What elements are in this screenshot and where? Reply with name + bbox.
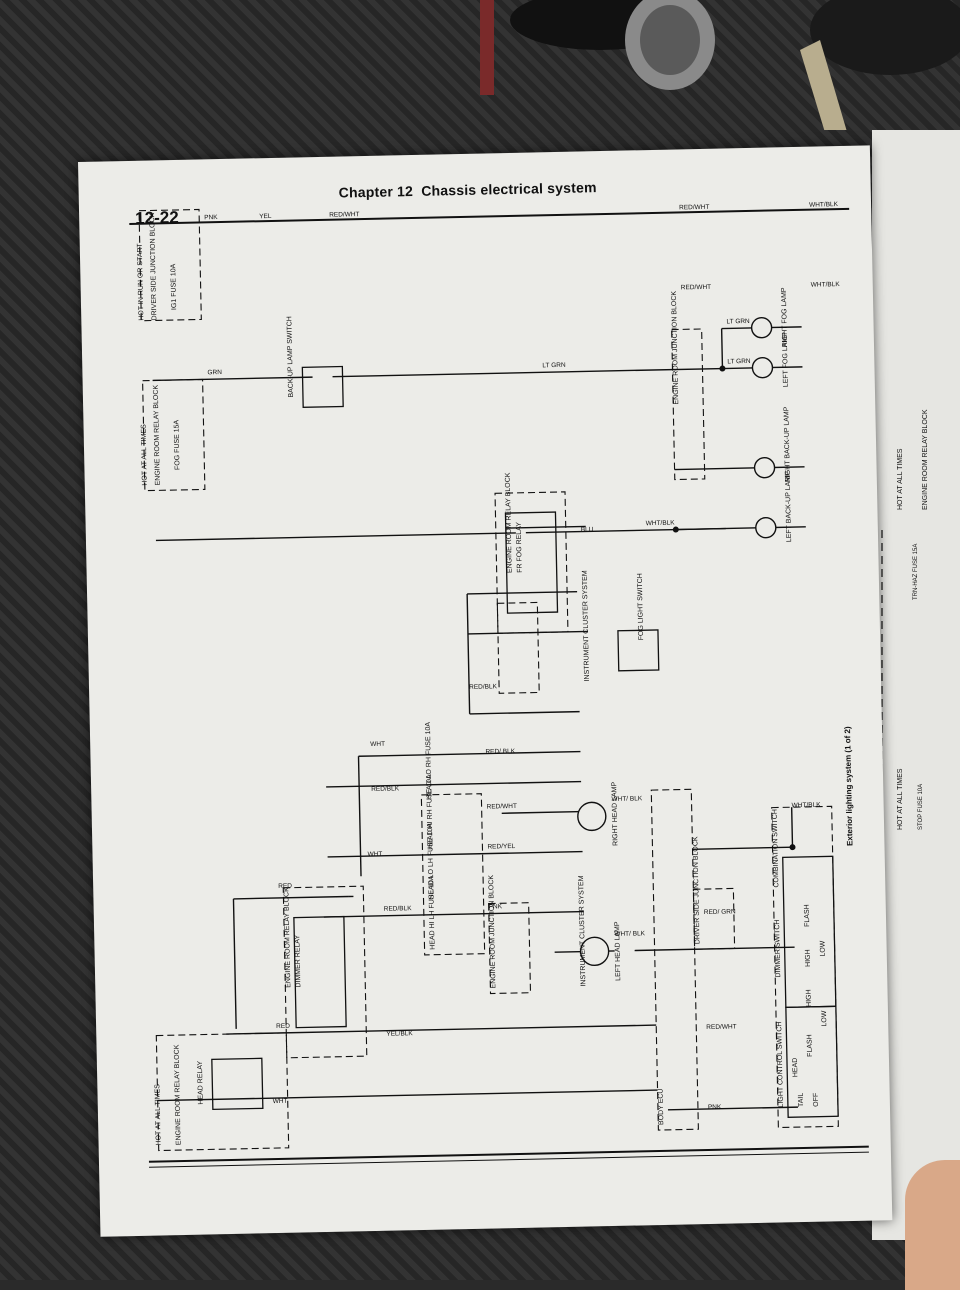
wire-wht-blk-4: WHT/BLK bbox=[809, 201, 839, 209]
diagram-caption: Exterior lighting system (1 of 2) bbox=[843, 726, 855, 846]
label-left-backup-lamp: LEFT BACK-UP LAMP bbox=[785, 471, 793, 542]
label-fr-fog-relay: FR FOG RELAY bbox=[516, 522, 524, 573]
keys-icon bbox=[470, 0, 960, 130]
wire-wht-2: WHT bbox=[367, 851, 382, 858]
label-sw-low-1: LOW bbox=[819, 940, 826, 956]
wire-grn: GRN bbox=[207, 369, 222, 376]
wire-lt-grn-1: LT GRN bbox=[542, 362, 566, 369]
wire-pnk-1: PNK bbox=[489, 903, 503, 910]
wire-red-blk-v: RED/BLK bbox=[371, 785, 400, 793]
svg-text:HOT AT ALL TIMES: HOT AT ALL TIMES bbox=[897, 768, 904, 830]
label-sw-off: OFF bbox=[813, 1093, 820, 1107]
label-sw-high-2: HIGH bbox=[805, 989, 812, 1007]
wire-wht-3: WHT bbox=[370, 741, 385, 748]
label-instrument-cluster-1: INSTRUMENT CLUSTER SYSTEM bbox=[578, 875, 587, 986]
svg-text:STOP FUSE 10A: STOP FUSE 10A bbox=[918, 784, 924, 830]
wire-wht-blk-3: WHT/ BLK bbox=[614, 930, 646, 938]
label-engine-room-relay-block-3: ENGINE ROOM RELAY BLOCK bbox=[505, 472, 514, 573]
label-right-backup-lamp: RIGHT BACK-UP LAMP bbox=[783, 406, 792, 482]
label-body-ecu: BODY ECU bbox=[658, 1088, 666, 1125]
label-driver-side-junction-block-2: DRIVER SIDE JUNCTION BLOCK bbox=[692, 836, 701, 944]
wire-wht-blk-5: WHT/BLK bbox=[811, 281, 841, 289]
wire-lt-grn-2: LT GRN bbox=[727, 358, 751, 365]
body-ecu-block bbox=[651, 789, 698, 1130]
label-hot-in-run: HOT IN RUN OR START bbox=[137, 243, 146, 321]
label-combination-switch: COMBINATION SWITCH bbox=[772, 809, 781, 888]
wire-red-wht-4: RED/WHT bbox=[681, 284, 711, 292]
label-left-fog-lamp: LEFT FOG LAMP bbox=[782, 332, 790, 388]
label-sw-high-1: HIGH bbox=[805, 949, 812, 967]
wire-red-wht-5: RED/WHT bbox=[706, 1023, 736, 1031]
wire-red-blk-3: RED/BLK bbox=[469, 683, 498, 691]
label-engine-room-relay-block-1: ENGINE ROOM RELAY BLOCK bbox=[174, 1044, 183, 1145]
wire-red-blk: RED/BLK bbox=[384, 905, 413, 913]
svg-text:ENGINE ROOM RELAY BLOCK: ENGINE ROOM RELAY BLOCK bbox=[922, 409, 929, 510]
wire-yel-blk: YEL/BLK bbox=[386, 1030, 413, 1038]
label-sw-flash-1: FLASH bbox=[804, 904, 811, 927]
wire-wht-blk-2: WHT/ BLK bbox=[611, 795, 643, 803]
wire-wht-blk-6: WHT/BLK bbox=[792, 802, 822, 810]
label-sw-head: HEAD bbox=[792, 1058, 799, 1078]
label-hot-at-all-times-1: HOT AT ALL TIMES bbox=[154, 1084, 162, 1146]
wire-red-wht-1: RED/WHT bbox=[487, 803, 517, 811]
wiring-diagram: HOT AT ALL TIMES ENGINE ROOM RELAY BLOCK… bbox=[78, 145, 891, 1161]
instrument-junction-box bbox=[497, 602, 539, 693]
hand-thumb bbox=[905, 1160, 960, 1290]
wire-lt-grn-3: LT GRN bbox=[726, 318, 750, 325]
label-hot-at-all-times-2: HOT AT ALL TIMES bbox=[140, 424, 148, 486]
wire-red-grn: RED/ GRN bbox=[704, 908, 736, 916]
wire-wht-blk-1: WHT/BLK bbox=[646, 520, 676, 528]
wire-pnk-3: PNK bbox=[708, 1104, 722, 1111]
label-instrument-cluster-2: INSTRUMENT CLUSTER SYSTEM bbox=[582, 570, 591, 681]
label-engine-room-junction-block: ENGINE ROOM JUNCTION BLOCK bbox=[488, 875, 497, 989]
wire-yel: YEL bbox=[259, 213, 272, 220]
label-right-head-lamp: RIGHT HEAD LAMP bbox=[611, 781, 619, 846]
label-driver-side-junction-block-1: DRIVER SIDE JUNCTION BLOCK bbox=[149, 212, 158, 320]
label-sw-tail: TAIL bbox=[798, 1093, 805, 1108]
next-page-label: HOT AT ALL TIMES bbox=[897, 448, 904, 510]
label-fog-light-switch: FOG LIGHT SWITCH bbox=[637, 573, 645, 640]
wire-red-blk-2: RED/ BLK bbox=[485, 748, 515, 756]
wire-red-wht-3: RED/WHT bbox=[679, 204, 709, 212]
label-head-relay: HEAD RELAY bbox=[197, 1060, 205, 1104]
wire-red-wht-2: RED/WHT bbox=[329, 211, 359, 219]
label-engine-room-relay-block-4: ENGINE ROOM RELAY BLOCK bbox=[153, 385, 162, 486]
label-backup-lamp-switch: BACK-UP LAMP SWITCH bbox=[286, 316, 295, 398]
label-light-control-switch: LIGHT CONTROL SWITCH bbox=[776, 1021, 785, 1107]
label-sw-flash-2: FLASH bbox=[806, 1034, 813, 1057]
wire-pnk-2: PNK bbox=[204, 214, 218, 221]
label-engine-room-relay-block-2: ENGINE ROOM RELAY BLOCK bbox=[283, 887, 292, 988]
wire-wht-1: WHT bbox=[273, 1098, 288, 1105]
label-ig1-fuse: IG1 FUSE 10A bbox=[170, 263, 178, 310]
manual-page: 12-22 Chapter 12 Chassis electrical syst… bbox=[78, 145, 892, 1236]
wire-red-yel: RED/YEL bbox=[487, 843, 515, 851]
label-head-lo-rh: HEAD LO RH FUSE 10A bbox=[425, 722, 434, 800]
wire-red-1: RED bbox=[276, 1023, 290, 1030]
label-engine-room-junction-block-2: ENGINE ROOM JUNCTION BLOCK bbox=[671, 291, 680, 405]
wire-blu: BLU bbox=[581, 526, 594, 533]
label-sw-low-2: LOW bbox=[821, 1010, 828, 1026]
label-fog-fuse: FOG FUSE 15A bbox=[173, 419, 181, 470]
label-dimmer-relay: DIMMER RELAY bbox=[294, 934, 302, 987]
svg-text:TRN-HAZ FUSE 15A: TRN-HAZ FUSE 15A bbox=[913, 544, 919, 600]
label-dimmer-switch: DIMMER SWITCH bbox=[774, 919, 782, 977]
wire-red-2: RED bbox=[278, 883, 292, 890]
